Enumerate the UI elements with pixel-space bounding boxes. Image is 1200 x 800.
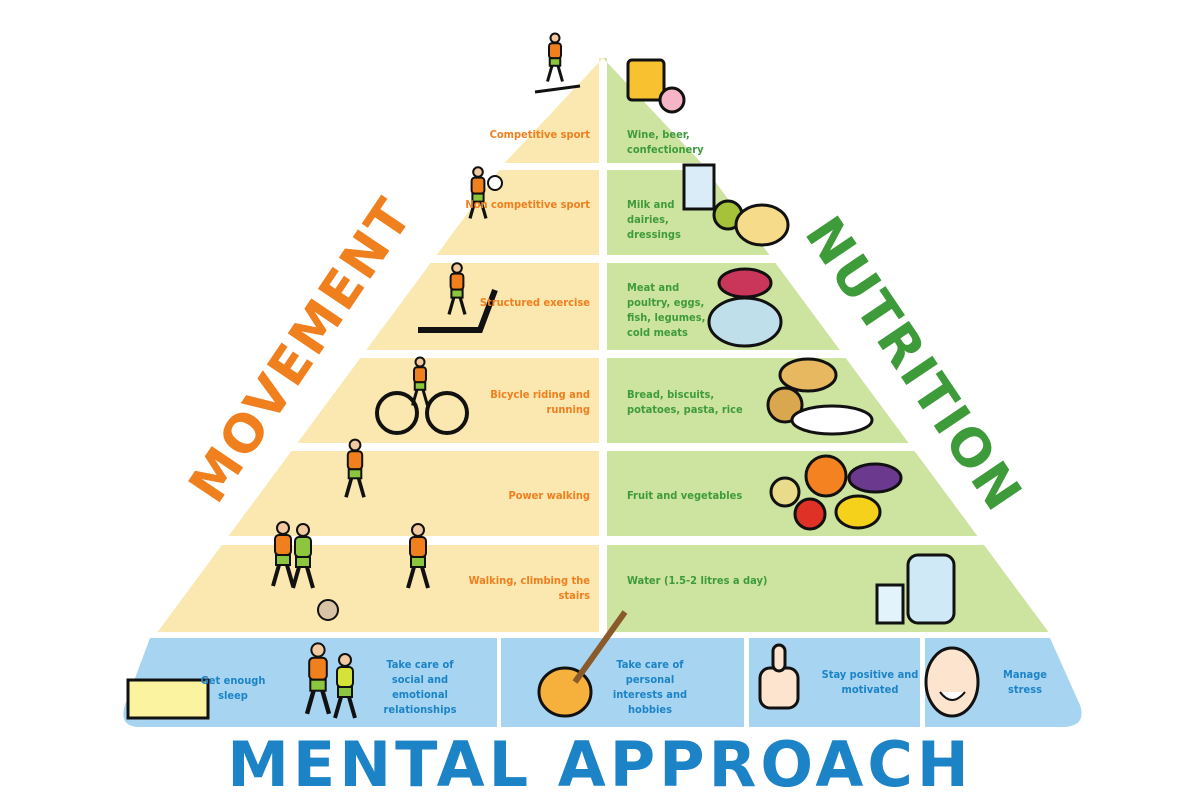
hurdler-icon [546, 32, 564, 82]
meat-fish-icon [707, 296, 783, 348]
family-member-icon [333, 653, 357, 719]
mental-label-positive: Stay positive and motivated [821, 668, 919, 696]
cake-icon [658, 86, 686, 114]
cheese-icon [734, 203, 790, 247]
movement-label-power-walking: Power walking [508, 489, 590, 502]
movement-label-non-competitive-sport: Non competitive sport [465, 198, 590, 211]
person-icon [291, 523, 315, 589]
cyclist-icon [411, 356, 429, 406]
nutrition-label-water: Water (1.5-2 litres a day) [627, 574, 768, 587]
stairs-climber-icon-couple [271, 521, 295, 587]
guitar-neck-icon [572, 610, 628, 684]
thumbs-up-icon [758, 666, 800, 710]
hurdle-icon [534, 84, 581, 94]
water-jug-icon [906, 553, 956, 625]
dog-icon [317, 599, 339, 621]
movement-tier-1 [504, 58, 603, 163]
movement-tier-2 [436, 170, 599, 255]
bicycle-wheel-icon [425, 391, 469, 435]
movement-tier-6 [157, 545, 599, 632]
movement-label-structured-exercise: Structured exercise [479, 296, 590, 309]
pepper-icon [834, 494, 882, 530]
sleeping-person-icon [126, 678, 210, 720]
bread-pasta-icon [790, 404, 874, 436]
thumb-icon [771, 643, 787, 673]
stairs-climber-icon [406, 523, 430, 589]
mental-label-relationships: Take care of social and emotional relati… [383, 658, 457, 716]
potato-icon [766, 386, 804, 424]
mental-approach-title: MENTAL APPROACH [227, 728, 973, 800]
nutrition-tier-6 [607, 545, 1049, 632]
smiling-face-icon [924, 646, 980, 718]
fruit-vegetables-icon [769, 476, 801, 508]
meat-icon [717, 267, 773, 299]
soccer-ball-icon [487, 175, 503, 191]
mental-label-hobbies: Take care of personal interests and hobb… [612, 658, 688, 716]
treadmill-icon [447, 262, 467, 315]
nutrition-label-bread-pasta: Bread, biscuits, potatoes, pasta, rice [627, 388, 743, 416]
movement-label-bicycle-running: Bicycle riding and running [490, 388, 590, 416]
nutrition-label-fruit-vegetables: Fruit and vegetables [627, 489, 743, 502]
movement-label-walking-stairs: Walking, climbing the stairs [468, 574, 590, 602]
tomato-icon [793, 497, 827, 531]
movement-tier-5 [228, 451, 599, 536]
mental-label-sleep: Get enough sleep [200, 674, 266, 702]
nutrition-label-meat-fish: Meat and poultry, eggs, fish, legumes, c… [627, 281, 706, 339]
milk-oil-cheese-icon [682, 163, 716, 211]
movement-tier-4 [297, 358, 599, 443]
family-icon [304, 642, 332, 715]
mental-label-stress: Manage stress [1002, 668, 1048, 696]
smile-icon [939, 691, 966, 701]
eggplant-icon [847, 462, 903, 494]
beer-cake-icon [626, 58, 666, 102]
orange-icon [804, 454, 848, 498]
walker-icon [344, 438, 366, 498]
nutrition-label-milk-dairies: Milk and dairies, dressings [627, 198, 681, 241]
bicycle-wheel-icon [375, 391, 419, 435]
nutrition-label-wine-beer: Wine, beer, confectionery [627, 128, 704, 156]
bread-icon [778, 357, 838, 393]
treadmill-icon [418, 288, 498, 333]
glass-icon [875, 583, 905, 625]
nutrition-tier-2 [607, 170, 770, 255]
movement-label-competitive-sport: Competitive sport [489, 128, 590, 141]
soccer-player-icon [468, 166, 488, 219]
